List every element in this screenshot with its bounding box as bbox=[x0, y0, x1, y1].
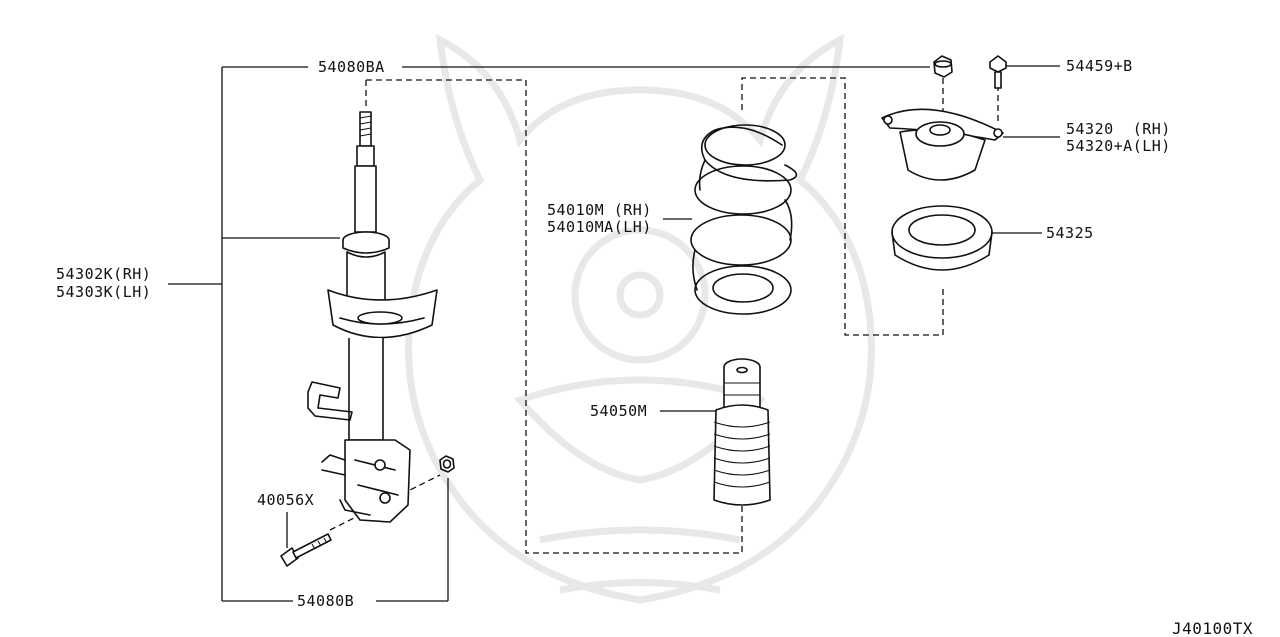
strut-mount bbox=[881, 108, 1004, 181]
label-spring-lh: 54010MA(LH) bbox=[547, 218, 652, 236]
watermark-emblem bbox=[405, 33, 875, 604]
label-54080b: 54080B bbox=[297, 592, 354, 610]
label-54080ba: 54080BA bbox=[318, 58, 385, 76]
mount-bearing bbox=[891, 205, 993, 271]
coil-spring bbox=[690, 124, 798, 315]
label-54325: 54325 bbox=[1046, 224, 1094, 242]
label-40056x: 40056X bbox=[257, 491, 314, 509]
mount-bolt bbox=[989, 55, 1007, 89]
label-spring-rh: 54010M (RH) bbox=[547, 201, 652, 219]
diagram-code: J40100TX bbox=[1172, 619, 1253, 637]
label-strut-lh: 54303K(LH) bbox=[56, 283, 151, 301]
leader-lines bbox=[168, 65, 1060, 602]
label-54050m: 54050M bbox=[590, 402, 647, 420]
bound-bumper bbox=[713, 358, 771, 506]
top-nut bbox=[933, 55, 953, 78]
nut-54080b bbox=[439, 455, 455, 473]
label-mount-lh: 54320+A(LH) bbox=[1066, 137, 1171, 155]
strut-assembly bbox=[307, 111, 438, 523]
label-strut-rh: 54302K(RH) bbox=[56, 265, 151, 283]
callout-labels: 54080BA 54302K(RH) 54303K(LH) 40056X 540… bbox=[56, 57, 1253, 637]
bolt-40056x bbox=[280, 533, 332, 567]
label-mount-rh: 54320 (RH) bbox=[1066, 120, 1171, 138]
label-54459b: 54459+B bbox=[1066, 57, 1133, 75]
